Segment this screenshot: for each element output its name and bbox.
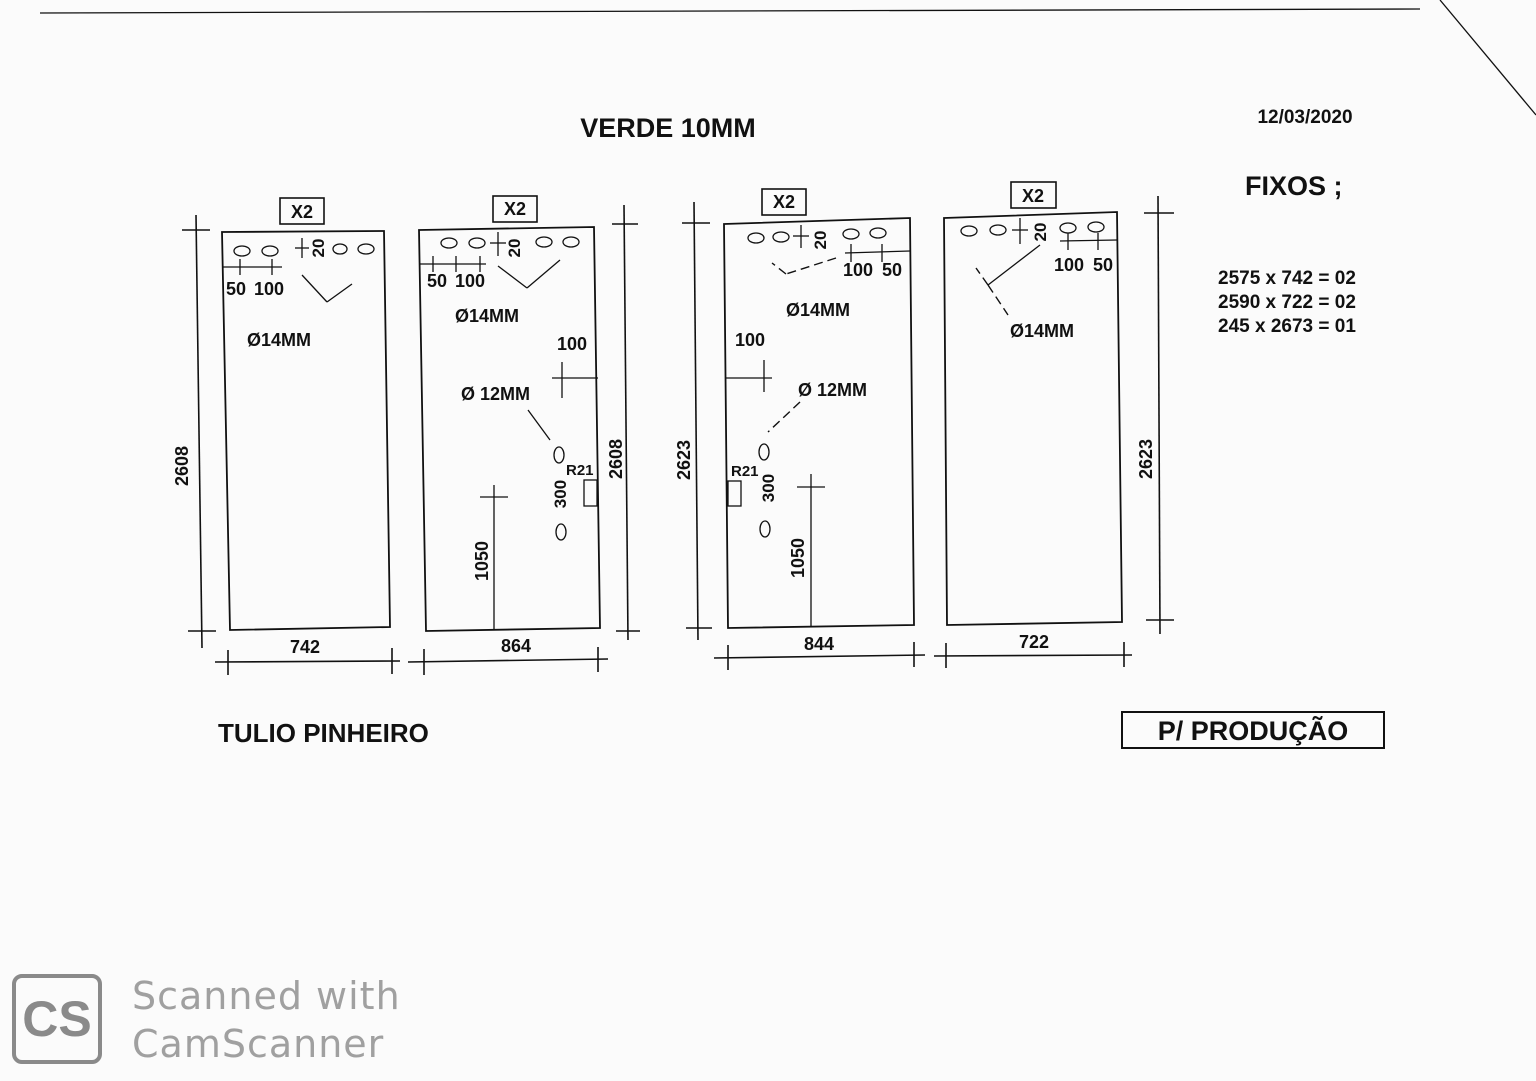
dim-20: 20 [309,239,328,258]
qty-box [761,188,807,216]
dim-20: 20 [1031,223,1050,242]
hole [989,224,1007,236]
qty-box [1010,181,1057,209]
camscanner-logo-icon: CS [12,974,102,1064]
qty-box [279,197,325,225]
width-dimension: 722 [1019,632,1049,652]
hole [842,228,860,240]
stamp-box [1121,711,1385,749]
lock-diameter-label: Ø 12MM [461,384,530,404]
qty-label: X2 [773,192,795,212]
qty-label: X2 [291,202,313,222]
qty-label: X2 [504,199,526,219]
hole [440,237,458,249]
fixos-line: 2590 x 722 = 02 [1218,292,1356,313]
lock-diameter-label: Ø 12MM [798,380,867,400]
height-dimension: 2608 [172,446,192,486]
hole [960,225,978,237]
dim-50: 50 [1093,255,1113,275]
paper-edge [39,8,1421,14]
height-dimension: 2623 [1136,439,1156,479]
dim-20: 20 [811,231,830,250]
author-name: TULIO PINHEIRO [218,718,429,748]
lock-notch [727,480,742,507]
handle-height-label: 1050 [788,538,808,578]
paper-fold [1439,0,1536,116]
hole [332,243,348,255]
spacing-label: 300 [551,480,570,508]
width-dimension: 864 [501,636,531,656]
lock-hole [555,523,567,541]
panel-4: X2 20 100 50 Ø14MM 2623 722 [933,181,1174,668]
height-dimension: 2608 [606,439,626,479]
width-dimension: 844 [804,634,834,654]
scanner-watermark: CS Scanned with CamScanner [12,972,412,1072]
lock-offset-label: 100 [735,330,765,350]
height-dimension: 2623 [674,440,694,480]
hole [869,227,887,239]
hole-diameter-label: Ø14MM [786,300,850,320]
page-title: VERDE 10MM [580,113,756,143]
date: 12/03/2020 [1257,107,1352,128]
fixos-line: 245 x 2673 = 01 [1218,316,1356,337]
lock-offset-label: 100 [557,334,587,354]
spacing-label: 300 [759,474,778,502]
dim-100: 100 [1054,255,1084,275]
watermark-text: Scanned with CamScanner [132,972,412,1068]
dim-50: 50 [427,271,447,291]
dim-100: 100 [843,260,873,280]
dim-100: 100 [455,271,485,291]
fixos-heading: FIXOS ; [1245,171,1343,201]
radius-label: R21 [731,463,759,480]
hole [233,245,251,257]
production-stamp: P/ PRODUÇÃO [1158,715,1349,746]
hole [357,243,375,255]
glass-outline [221,230,391,631]
hole-diameter-label: Ø14MM [247,330,311,350]
qty-box [492,195,538,223]
hole [772,231,790,243]
dim-50: 50 [882,260,902,280]
lock-hole [758,443,770,461]
radius-label: R21 [566,462,594,479]
watermark-line-2: CamScanner [132,1022,385,1066]
hole [747,232,765,244]
dim-50: 50 [226,279,246,299]
hole [468,237,486,249]
hole [1087,221,1105,233]
lock-notch [583,479,598,507]
lock-hole [759,520,771,538]
fixos-line: 2575 x 742 = 02 [1218,268,1356,289]
glass-outline [943,211,1123,626]
hole [562,236,580,248]
hole [261,245,279,257]
hole-diameter-label: Ø14MM [455,306,519,326]
handle-height-label: 1050 [472,541,492,581]
dim-20: 20 [505,239,524,258]
panel-3: X2 20 100 50 Ø14MM 100 Ø 12MM R21 300 10… [674,188,926,670]
watermark-line-1: Scanned with [132,974,401,1018]
dim-100: 100 [254,279,284,299]
panel-1: X2 20 50 100 Ø14MM 2608 742 [172,197,401,675]
glass-outline [418,226,601,632]
glass-outline [723,217,915,629]
hole [535,236,553,248]
lock-hole [553,446,565,464]
qty-label: X2 [1022,186,1044,206]
panel-2: X2 20 50 100 Ø14MM 100 Ø 12MM R21 300 10… [407,195,640,675]
hole-diameter-label: Ø14MM [1010,321,1074,341]
width-dimension: 742 [290,637,320,657]
hole [1059,222,1077,234]
